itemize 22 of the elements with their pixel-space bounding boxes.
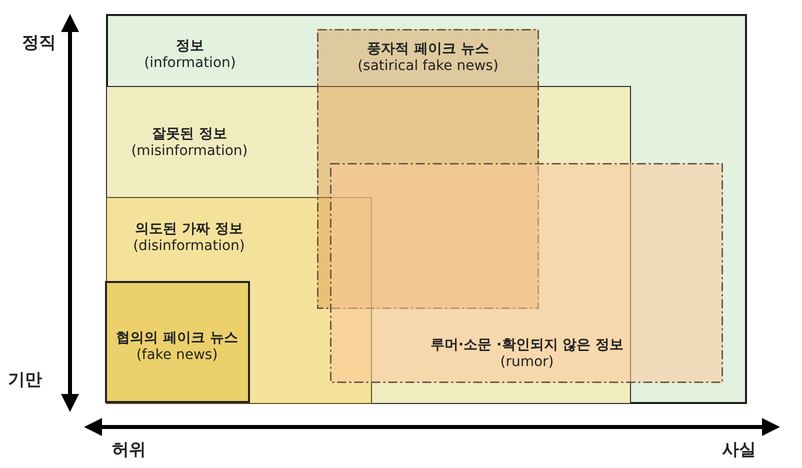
korean-label: 협의의 페이크 뉴스 — [116, 330, 238, 347]
category-box — [106, 14, 747, 404]
category-box — [106, 86, 631, 404]
axis-label: 사실 — [722, 440, 756, 460]
english-label: (satirical fake news) — [358, 58, 498, 75]
english-label: (misinformation) — [131, 142, 248, 160]
korean-label: 잘못된 정보 — [152, 126, 227, 142]
axis-label: 허위 — [112, 440, 146, 460]
category-box — [105, 281, 250, 403]
category-box — [106, 196, 372, 404]
english-label: (disinformation) — [133, 238, 245, 255]
dashed-category-box — [330, 163, 723, 383]
korean-label: 루머·소문 ·확인되지 않은 정보 — [430, 337, 624, 354]
korean-label: 풍자적 페이크 뉴스 — [367, 41, 489, 58]
english-label: (information) — [144, 55, 236, 72]
korean-label: 정보 — [176, 38, 204, 55]
dashed-category-box — [317, 29, 539, 309]
axis-label: 정직 — [22, 33, 56, 53]
axis-label: 기만 — [8, 370, 42, 390]
english-label: (fake news) — [136, 347, 218, 364]
korean-label: 의도된 가짜 정보 — [135, 221, 243, 238]
english-label: (rumor) — [500, 354, 554, 371]
